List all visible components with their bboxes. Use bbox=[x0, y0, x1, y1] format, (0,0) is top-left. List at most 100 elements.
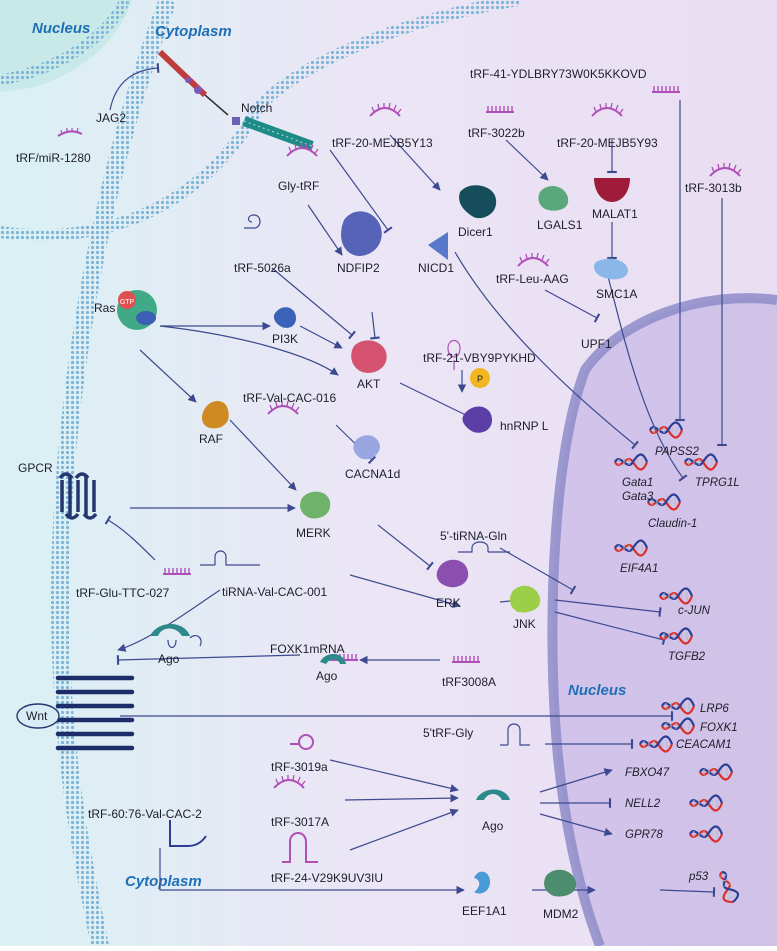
trf-3022b-label: tRF-3022b bbox=[468, 126, 525, 140]
hnrnpl-icon bbox=[462, 406, 492, 433]
gene-papss2: PAPSS2 bbox=[655, 446, 699, 458]
trf-21-label: tRF-21-VBY9PYKHD bbox=[423, 351, 536, 365]
gene-lrp6: LRP6 bbox=[700, 703, 729, 715]
trf-3017a-label: tRF-3017A bbox=[271, 815, 329, 829]
erk-label: ERK bbox=[436, 596, 461, 610]
raf-icon bbox=[202, 401, 229, 429]
gene-eif4a1: EIF4A1 bbox=[620, 563, 658, 575]
ndfip2-label: NDFIP2 bbox=[337, 261, 380, 275]
ago-label-3: Ago bbox=[482, 819, 504, 833]
trf-60-label: tRF-60:76-Val-CAC-2 bbox=[88, 807, 202, 821]
gene-tprg1l: TPRG1L bbox=[695, 477, 740, 489]
nucleus-label: Nucleus bbox=[32, 20, 90, 37]
trf-21-icon bbox=[447, 339, 461, 358]
pi3k-icon bbox=[273, 307, 296, 328]
pi3k-label: PI3K bbox=[272, 332, 298, 346]
merk-label: MERK bbox=[296, 526, 331, 540]
phosphate-icon bbox=[470, 368, 490, 388]
trf-5-gly-label: 5'tRF-Gly bbox=[423, 726, 473, 740]
wnt-label: Wnt bbox=[26, 709, 48, 723]
mdm2-label: MDM2 bbox=[543, 907, 579, 921]
gpcr-label: GPCR bbox=[18, 461, 53, 475]
trf-mir-1280-label: tRF/miR-1280 bbox=[16, 151, 91, 165]
jnk-label: JNK bbox=[513, 617, 536, 631]
jag2-receptor-icon bbox=[157, 49, 229, 116]
gene-nell2: NELL2 bbox=[625, 798, 661, 810]
gene-gata1: Gata1 bbox=[622, 477, 653, 489]
trf-60-icon bbox=[169, 820, 207, 847]
trf-41-label: tRF-41-YDLBRY73W0K5KKOVD bbox=[470, 67, 647, 81]
trna-fragment-icon bbox=[57, 127, 83, 137]
dicer1-label: Dicer1 bbox=[458, 225, 493, 239]
jnk-icon bbox=[510, 585, 541, 613]
gene-ceacam1: CEACAM1 bbox=[676, 739, 732, 751]
tirna-gln-icon bbox=[458, 541, 510, 553]
trf-5026a-icon bbox=[244, 214, 261, 229]
akt-icon bbox=[351, 340, 387, 373]
ras-protein-icon bbox=[117, 290, 157, 330]
smc1a-icon bbox=[593, 258, 628, 280]
p-label: P bbox=[477, 374, 483, 384]
arrows bbox=[104, 63, 727, 897]
dicer1-icon bbox=[459, 185, 497, 219]
gene-p53: p53 bbox=[688, 871, 709, 883]
wnt-receptor-icon bbox=[16, 675, 135, 751]
hnrnpl-label: hnRNP L bbox=[500, 419, 549, 433]
gene-foxk1: FOXK1 bbox=[700, 722, 738, 734]
trf-3013b-label: tRF-3013b bbox=[685, 181, 742, 195]
upf1-label: UPF1 bbox=[581, 337, 612, 351]
ras-label: Ras bbox=[94, 301, 115, 315]
trf-20-mejb5y13-label: tRF-20-MEJB5Y13 bbox=[332, 136, 433, 150]
gene-cjun: c-JUN bbox=[678, 605, 711, 617]
tirna-val-cac-001-label: tiRNA-Val-CAC-001 bbox=[222, 585, 327, 599]
gly-trf-label: Gly-tRF bbox=[278, 179, 319, 193]
nuclear-envelope bbox=[0, 0, 131, 86]
trf-val-cac-016-label: tRF-Val-CAC-016 bbox=[243, 391, 336, 405]
trf-3019a-icon bbox=[290, 734, 314, 750]
tirna-gln-label: 5'-tiRNA-Gln bbox=[440, 529, 507, 543]
gene-gpr78: GPR78 bbox=[625, 829, 663, 841]
raf-label: RAF bbox=[199, 432, 223, 446]
ago1-icon bbox=[150, 624, 190, 636]
trf-5026a-label: tRF-5026a bbox=[234, 261, 291, 275]
trf-24-label: tRF-24-V29K9UV3IU bbox=[271, 871, 383, 885]
trf-24-icon bbox=[282, 832, 318, 863]
trf-20-mejb5y93-label: tRF-20-MEJB5Y93 bbox=[557, 136, 658, 150]
gene-tgfb2: TGFB2 bbox=[668, 651, 706, 663]
ago-label-2: Ago bbox=[316, 669, 338, 683]
ago3-icon bbox=[476, 789, 510, 800]
ago-label-1: Ago bbox=[158, 652, 180, 666]
cacna1d-label: CACNA1d bbox=[345, 467, 400, 481]
nicd1-label: NICD1 bbox=[418, 261, 454, 275]
malat1-icon bbox=[594, 178, 630, 202]
cytoplasm-label: Cytoplasm bbox=[155, 23, 232, 40]
trf-3019a-label: tRF-3019a bbox=[271, 760, 328, 774]
gpcr-receptor-icon bbox=[58, 472, 98, 520]
gene-gata3: Gata3 bbox=[622, 491, 654, 503]
cytoplasm-label-bottom: Cytoplasm bbox=[125, 873, 202, 890]
notch-label: Notch bbox=[241, 101, 272, 115]
eef1a1-icon bbox=[474, 871, 490, 894]
merk-icon bbox=[300, 491, 331, 519]
gene-fbxo47: FBXO47 bbox=[625, 767, 670, 779]
nucleus-right bbox=[552, 298, 777, 946]
cacna1d-icon bbox=[353, 435, 380, 460]
eef1a1-label: EEF1A1 bbox=[462, 904, 507, 918]
trf-leu-aag-label: tRF-Leu-AAG bbox=[496, 272, 569, 286]
akt-label: AKT bbox=[357, 377, 381, 391]
trf3008a-label: tRF3008A bbox=[442, 675, 496, 689]
trf-glu-ttc-027-label: tRF-Glu-TTC-027 bbox=[76, 586, 170, 600]
mdm2-icon bbox=[544, 869, 577, 897]
smc1a-label: SMC1A bbox=[596, 287, 637, 301]
ndfip2-icon bbox=[341, 211, 382, 256]
lgals1-label: LGALS1 bbox=[537, 218, 583, 232]
gene-claudin1: Claudin-1 bbox=[648, 518, 697, 530]
lgals1-icon bbox=[538, 186, 569, 211]
cell-membrane bbox=[50, 0, 177, 948]
nicd1-icon bbox=[428, 232, 448, 260]
gtp-label: GTP bbox=[120, 299, 135, 306]
jag2-label: JAG2 bbox=[96, 111, 126, 125]
erk-icon bbox=[436, 559, 469, 588]
